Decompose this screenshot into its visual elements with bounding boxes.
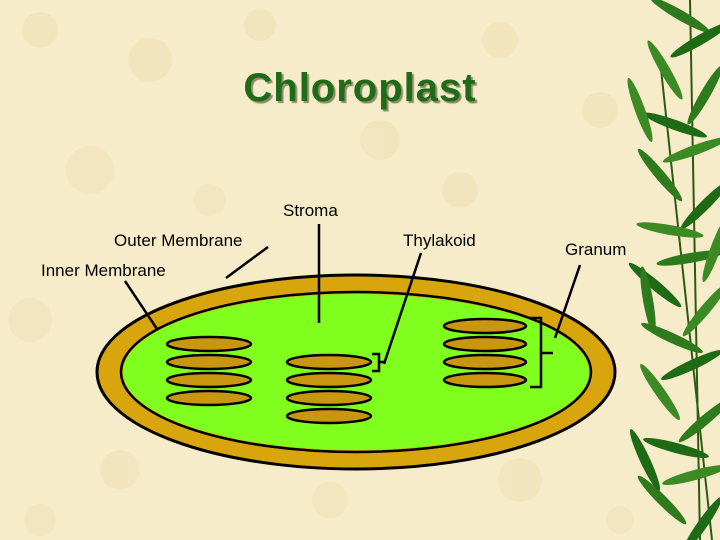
granum-pointer-line (553, 264, 582, 339)
bamboo-leaf (636, 222, 704, 238)
bamboo-leaf (670, 22, 720, 58)
bamboo-leaf (656, 250, 720, 266)
bamboo-leaf (640, 364, 680, 420)
bamboo-leaf (661, 349, 720, 381)
thylakoid-disc (165, 371, 253, 389)
slide-title: Chloroplast (243, 66, 477, 110)
bamboo-leaf (628, 262, 682, 308)
thylakoid-disc (285, 353, 373, 371)
bamboo-leaf (647, 40, 683, 100)
bamboo-leaf (643, 437, 709, 459)
granum-stack-right (442, 317, 528, 389)
thylakoid-disc (442, 371, 528, 389)
thylakoid-disc (285, 407, 373, 425)
bamboo-leaf (678, 397, 720, 443)
thylakoid-disc (442, 317, 528, 335)
thylakoid-label: Thylakoid (403, 231, 476, 250)
outer-membrane-label: Outer Membrane (114, 231, 243, 250)
bamboo-leaf (682, 497, 720, 540)
chloroplast-diagram (95, 273, 617, 471)
granum-stack-middle (285, 353, 373, 425)
outer-membrane-pointer-line (225, 245, 269, 280)
bamboo-leaf (682, 283, 720, 337)
bamboo-leaf (641, 322, 703, 354)
bamboo-leaf (637, 475, 687, 525)
bamboo-leaves-decoration (627, 0, 720, 540)
bamboo-leaf (643, 112, 707, 138)
bamboo-leaf (663, 137, 720, 163)
thylakoid-disc (442, 335, 528, 353)
bamboo-leaf (702, 218, 720, 282)
bamboo-leaf (627, 78, 653, 142)
granum-label: Granum (565, 240, 627, 259)
granum-bracket (530, 316, 553, 389)
bamboo-leaf (662, 464, 720, 486)
bamboo-leaf (629, 429, 661, 491)
thylakoid-disc (285, 371, 373, 389)
thylakoid-disc (165, 353, 253, 371)
thylakoid-disc (285, 389, 373, 407)
stroma-label: Stroma (283, 201, 338, 220)
inner-membrane-label: Inner Membrane (41, 261, 166, 280)
background-texture (8, 9, 634, 536)
thylakoid-disc (165, 335, 253, 353)
bamboo-leaf (650, 0, 710, 33)
inner-membrane (119, 290, 593, 454)
stroma-region (123, 294, 589, 450)
granum-stack-left (165, 335, 253, 407)
inner-membrane-pointer-line (123, 280, 159, 330)
bamboo-leaf (637, 148, 683, 202)
bamboo-stem (689, 0, 701, 540)
bamboo-stem (659, 59, 713, 540)
thylakoid-disc (442, 353, 528, 371)
bamboo-leaf (687, 65, 720, 125)
thylakoid-disc (165, 389, 253, 407)
thylakoid-pointer-line (382, 252, 423, 365)
bamboo-leaf (640, 266, 656, 334)
bamboo-leaf (680, 180, 720, 230)
